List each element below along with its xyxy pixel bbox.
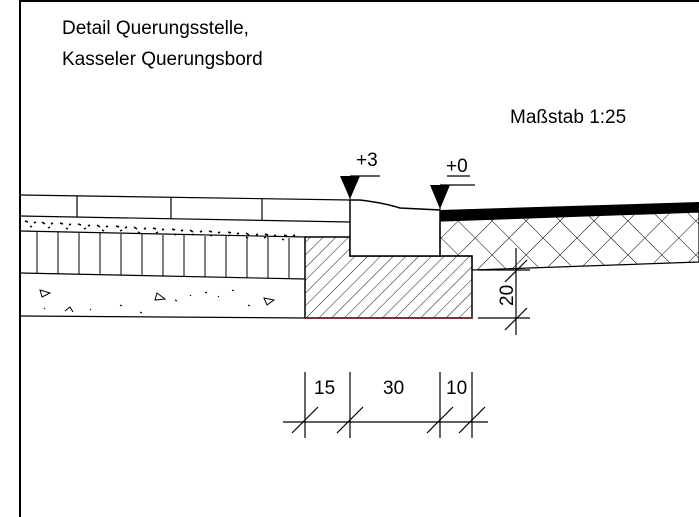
drawing-title-line-1: Detail Querungsstelle, xyxy=(62,18,249,39)
frost-protection-layer xyxy=(19,289,306,319)
bedding-layer xyxy=(19,220,306,241)
elevation-label-right: +0 xyxy=(446,156,468,177)
road-subgrade xyxy=(439,211,699,271)
drawing-title-line-2: Kasseler Querungsbord xyxy=(62,49,263,70)
scale-label: Maßstab 1:25 xyxy=(510,107,626,128)
elevation-label-left: +3 xyxy=(356,150,378,171)
elevation-marker-left xyxy=(340,175,380,199)
width-dimension-label-middle: 30 xyxy=(383,378,404,399)
kassel-curb-stone xyxy=(349,199,441,257)
base-course xyxy=(19,232,306,280)
elevation-marker-right xyxy=(430,175,475,209)
width-dimension-label-right: 10 xyxy=(446,378,467,399)
height-dimension xyxy=(478,248,530,335)
asphalt-surface-layer xyxy=(440,202,699,221)
height-dimension-label: 20 xyxy=(497,285,518,306)
paving-stones xyxy=(19,194,351,223)
width-dimension-label-left: 15 xyxy=(314,378,335,399)
width-dimensions xyxy=(283,372,488,438)
